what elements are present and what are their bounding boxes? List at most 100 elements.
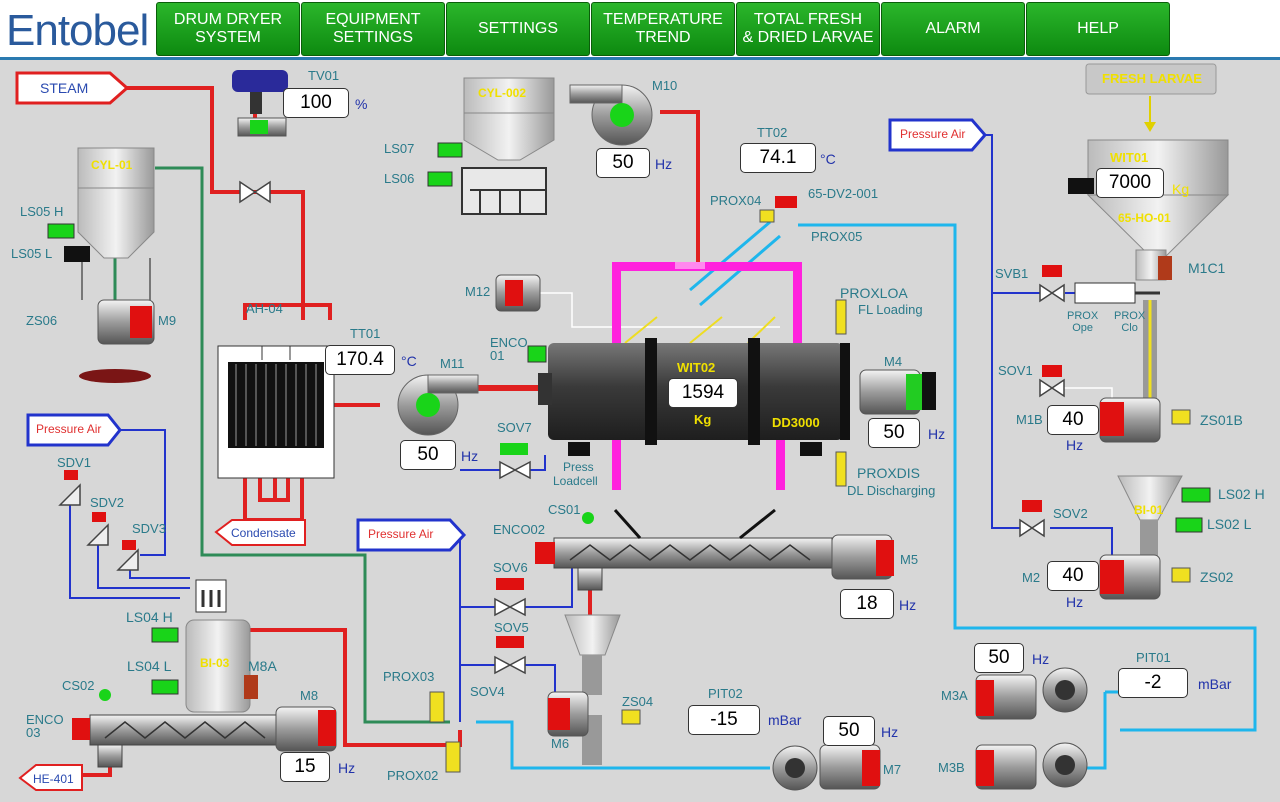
nav-label: ALARM <box>925 20 981 37</box>
tt01-unit: °C <box>401 353 417 369</box>
ls05l-label: LS05 L <box>11 246 53 261</box>
condensate-label: Condensate <box>231 526 296 540</box>
pressure-air-label: Pressure Air <box>368 527 434 541</box>
tt01-value[interactable]: 170.4 <box>325 345 395 375</box>
m3a-tag: M3A <box>941 688 968 703</box>
motor-m2 <box>1099 554 1161 600</box>
m5-value[interactable]: 18 <box>840 589 894 619</box>
fl-loading-label: FL Loading <box>858 302 923 317</box>
ls05h-label: LS05 H <box>20 204 64 219</box>
prox-ope-label: PROX Ope <box>1067 310 1099 334</box>
m6-label: M6 <box>551 736 570 751</box>
m7-value[interactable]: 50 <box>823 716 875 746</box>
prox05-label: PROX05 <box>811 229 863 244</box>
nav-label: EQUIPMENT SETTINGS <box>325 11 421 46</box>
prox-clo-label: PROX Clo <box>1114 310 1146 334</box>
nav-equipment-settings[interactable]: EQUIPMENT SETTINGS <box>301 2 445 56</box>
nav-drum-dryer-system[interactable]: DRUM DRYER SYSTEM <box>156 2 300 56</box>
pit02-value[interactable]: -15 <box>688 705 760 735</box>
wit02-tag: WIT02 <box>677 360 716 375</box>
wit01-tag: WIT01 <box>1110 150 1149 165</box>
tv01-value[interactable]: 100 <box>283 88 349 118</box>
m1b-value[interactable]: 40 <box>1047 405 1099 435</box>
sov2-label: SOV2 <box>1053 506 1088 521</box>
condensate-flag <box>214 519 306 546</box>
drum-frame <box>612 262 802 490</box>
pit02-tag: PIT02 <box>708 686 743 701</box>
prox03-label: PROX03 <box>383 669 435 684</box>
silo-cyl002 <box>461 77 555 215</box>
m3a-unit: Hz <box>1032 651 1050 667</box>
m2-tag: M2 <box>1022 570 1041 585</box>
he401-flag <box>18 764 83 791</box>
m11-tag: M11 <box>440 356 465 371</box>
nav-label: TEMPERATURE TREND <box>603 11 723 46</box>
cyl01-label: CYL-01 <box>91 158 133 172</box>
pressure-air-flag-right <box>888 118 987 152</box>
screw-conveyor-lower <box>89 714 291 768</box>
dl-discharging-label: DL Discharging <box>847 483 936 498</box>
ls06-label: LS06 <box>384 171 415 186</box>
silo-cyl01 <box>77 147 155 300</box>
nav-help[interactable]: HELP <box>1026 2 1170 56</box>
tt02-value[interactable]: 74.1 <box>740 143 816 173</box>
m4-unit: Hz <box>928 426 946 442</box>
tv01-tag: TV01 <box>308 68 340 83</box>
motor-m6 <box>547 691 589 737</box>
nav-temperature-trend[interactable]: TEMPERATURE TREND <box>591 2 735 56</box>
pit02-unit: mBar <box>768 712 802 728</box>
nav-alarm[interactable]: ALARM <box>881 2 1025 56</box>
motor-m3a <box>975 667 1088 720</box>
nav-label: SETTINGS <box>477 20 558 37</box>
ls02h-label: LS02 H <box>1218 486 1265 502</box>
m8-value[interactable]: 15 <box>280 752 330 782</box>
dd3000-label: DD3000 <box>772 415 820 430</box>
fan-m11 <box>397 374 479 436</box>
nav-settings[interactable]: SETTINGS <box>446 2 590 56</box>
motor-m1b <box>1099 397 1161 443</box>
hopper-funnel <box>564 614 621 765</box>
entobel-logo: Entobel <box>6 6 149 55</box>
m11-value[interactable]: 50 <box>400 440 456 470</box>
nav-total-fresh-dried-larvae[interactable]: TOTAL FRESH & DRIED LARVAE <box>736 2 880 56</box>
m10-value[interactable]: 50 <box>596 148 650 178</box>
pressure-air-label: Pressure Air <box>36 422 102 436</box>
m7-unit: Hz <box>881 724 899 740</box>
air-heater <box>217 345 335 479</box>
m5-tag: M5 <box>900 552 919 567</box>
tv01-unit: % <box>355 96 368 112</box>
ls02l-label: LS02 L <box>1207 516 1252 532</box>
m8-tag: M8 <box>300 688 319 703</box>
m12-label: M12 <box>465 284 491 299</box>
process-diagram <box>15 63 1257 791</box>
pit01-value[interactable]: -2 <box>1118 668 1188 698</box>
m11-unit: Hz <box>461 448 479 464</box>
m3a-value[interactable]: 50 <box>974 643 1024 673</box>
he401-label: HE-401 <box>33 772 74 786</box>
m4-tag: M4 <box>884 354 903 369</box>
m2-value[interactable]: 40 <box>1047 561 1099 591</box>
hopper-bi03 <box>185 579 251 713</box>
valve-steam <box>239 180 257 204</box>
enco03-label: ENCO 03 <box>26 712 64 740</box>
m1b-unit: Hz <box>1066 437 1084 453</box>
sdv1-label: SDV1 <box>57 455 91 470</box>
tt02-tag: TT02 <box>757 125 788 140</box>
enco01-label: ENCO 01 <box>490 335 528 363</box>
m1c1-label: M1C1 <box>1188 260 1226 276</box>
wit02-value[interactable]: 1594 <box>668 378 738 408</box>
m4-value[interactable]: 50 <box>868 418 920 448</box>
motor-m9 <box>79 299 155 383</box>
sov7-label: SOV7 <box>497 420 532 435</box>
slide-gate-svb1 <box>1074 282 1136 304</box>
bi03-label: BI-03 <box>200 656 230 670</box>
sdv3-label: SDV3 <box>132 521 166 536</box>
prox02-label: PROX02 <box>387 768 439 783</box>
motor-m8a <box>244 675 258 699</box>
zs06-label: ZS06 <box>26 313 58 328</box>
wit01-value[interactable]: 7000 <box>1096 168 1164 198</box>
steam-label: STEAM <box>40 80 89 96</box>
m5-unit: Hz <box>899 597 917 613</box>
m2-unit: Hz <box>1066 594 1084 610</box>
fan-m10 <box>569 84 653 146</box>
